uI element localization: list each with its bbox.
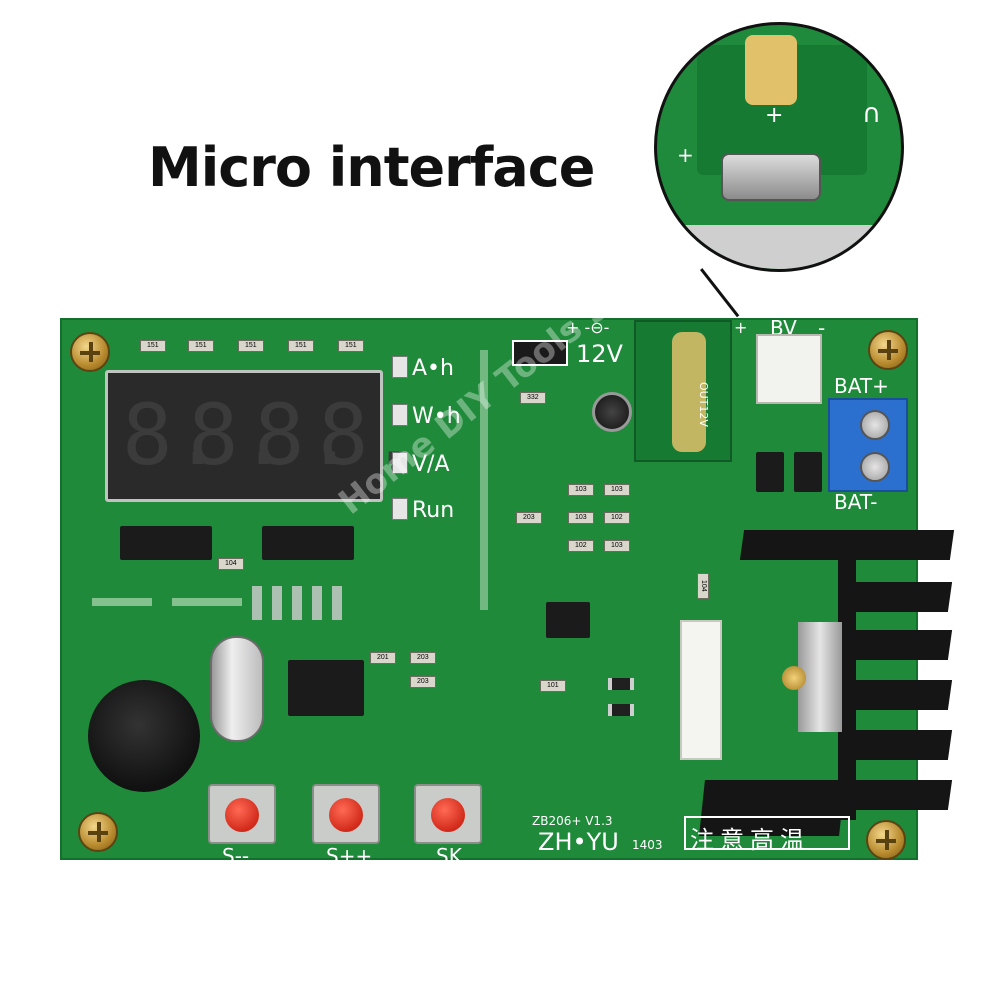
label-date-code: 1403 xyxy=(632,838,663,852)
smd-resistor: 101 xyxy=(540,680,566,692)
seven-segment-display: 8. 8. 8. 8. xyxy=(105,370,419,502)
smd-resistor: 151 xyxy=(338,340,364,352)
smd-resistor: 203 xyxy=(516,512,542,524)
daughterboard-glue xyxy=(672,332,706,452)
ceramic-power-resistor xyxy=(680,620,722,760)
driver-ic-right xyxy=(262,526,354,560)
crystal-oscillator xyxy=(210,636,264,742)
button-sk[interactable] xyxy=(414,784,482,844)
button-cap[interactable] xyxy=(225,798,259,832)
screw-top-left xyxy=(70,332,110,372)
jst-connector xyxy=(756,334,822,404)
silk-bar-vertical xyxy=(480,350,488,610)
label-sk: SK xyxy=(436,844,462,868)
label-bat-minus: BAT- xyxy=(834,490,878,514)
label-minus: - xyxy=(818,316,826,340)
screw-bottom-right xyxy=(866,820,906,860)
label-model: ZB206+ V1.3 xyxy=(532,814,613,828)
smd-capacitor: 104 xyxy=(218,558,244,570)
micro-usb-port xyxy=(721,153,821,201)
electrolytic-capacitor xyxy=(592,392,632,432)
warning-label-text: 注意高温 xyxy=(690,826,810,854)
buzzer xyxy=(88,680,200,792)
screw-bottom-left xyxy=(78,812,118,852)
display-digit-1: 8. xyxy=(122,386,224,484)
op-amp-chip xyxy=(546,602,590,638)
smd-resistor: 201 xyxy=(370,652,396,664)
smd-resistor: 151 xyxy=(288,340,314,352)
terminal-screw-top xyxy=(860,410,890,440)
smd-resistor: 103 xyxy=(568,512,594,524)
display-digit-3: 8. xyxy=(254,386,356,484)
label-12v: 12V xyxy=(576,340,623,368)
button-cap[interactable] xyxy=(329,798,363,832)
label-bat-plus: BAT+ xyxy=(834,374,889,398)
driver-ic-left xyxy=(120,526,212,560)
smd-diode xyxy=(608,678,634,690)
label-maker: ZH•YU xyxy=(538,828,619,856)
smd-resistor: 103 xyxy=(568,484,594,496)
led-ah xyxy=(392,356,408,378)
smd-resistor: 151 xyxy=(140,340,166,352)
inset-floor xyxy=(657,225,901,269)
button-s-minus[interactable] xyxy=(208,784,276,844)
inset-glue xyxy=(745,35,797,105)
inset-plus-label: + xyxy=(677,143,694,167)
smd-resistor: 103 xyxy=(604,540,630,552)
microcontroller-chip xyxy=(288,660,364,716)
button-s-plus[interactable] xyxy=(312,784,380,844)
led-run xyxy=(392,498,408,520)
headline-micro-interface: Micro interface xyxy=(148,136,595,199)
regulator-ic xyxy=(512,340,568,366)
smd-resistor: 151 xyxy=(238,340,264,352)
inset-symbol: ∩ xyxy=(862,99,882,129)
smd-diode xyxy=(608,704,634,716)
label-out12v: OUT12V xyxy=(697,382,710,427)
warning-label-box: 注意高温 xyxy=(684,816,850,854)
mosfet-1 xyxy=(756,452,784,492)
smd-resistor: 102 xyxy=(568,540,594,552)
silk-bar xyxy=(92,598,152,606)
smd-resistor: 203 xyxy=(410,676,436,688)
led-wh xyxy=(392,404,408,426)
label-wh: W•h xyxy=(412,404,461,429)
label-va: V/A xyxy=(412,452,450,477)
smd-resistor: 332 xyxy=(520,392,546,404)
smd-resistor: 151 xyxy=(188,340,214,352)
smd-resistor: 103 xyxy=(604,484,630,496)
label-run: Run xyxy=(412,498,455,523)
label-polarity: + -⊖- xyxy=(566,318,610,337)
heatsink xyxy=(699,530,955,840)
label-ah: A•h xyxy=(412,356,454,381)
transistor-screw xyxy=(782,666,806,690)
label-s-minus: S-- xyxy=(222,844,250,868)
smd-capacitor: 104 xyxy=(697,573,709,599)
magnifier-inset: + + ∩ xyxy=(654,22,904,272)
screw-top-right xyxy=(868,330,908,370)
smd-resistor: 102 xyxy=(604,512,630,524)
magnifier-pointer-line xyxy=(700,268,740,318)
smd-resistor: 203 xyxy=(410,652,436,664)
heatsink-spine xyxy=(838,550,856,820)
display-digit-2: 8. xyxy=(188,386,290,484)
inset-plus-center: + xyxy=(765,103,784,128)
label-s-plus: S++ xyxy=(326,844,373,868)
micro-usb-daughterboard: OUT12V xyxy=(634,320,732,462)
pin-header xyxy=(252,586,352,620)
button-cap[interactable] xyxy=(431,798,465,832)
label-plus: + xyxy=(734,318,748,337)
screw-terminal-block xyxy=(828,398,908,492)
led-va xyxy=(392,452,408,474)
terminal-screw-bottom xyxy=(860,452,890,482)
silk-bar xyxy=(172,598,242,606)
mosfet-2 xyxy=(794,452,822,492)
